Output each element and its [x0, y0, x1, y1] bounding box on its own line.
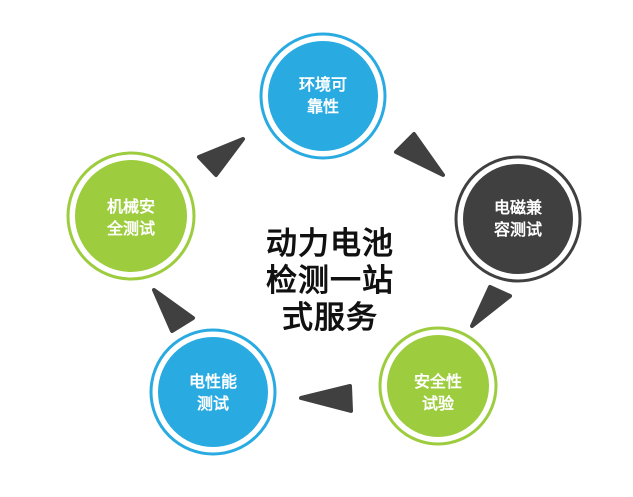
arrow-left-to-top	[197, 137, 245, 177]
node-label-environment: 环境可 靠性	[278, 74, 368, 118]
node-ring-environment	[259, 32, 387, 160]
arrow-right-to-bottom-right	[470, 285, 512, 328]
arrow-bottom-right-to-bottom-left	[299, 384, 353, 413]
center-title-line: 式服务	[282, 300, 378, 336]
node-ring-emc	[454, 155, 582, 283]
node-ring-electrical	[149, 328, 277, 456]
node-label-safety: 安全性 试验	[393, 371, 483, 415]
label-line: 环境可	[298, 75, 347, 94]
node-ring-mechanical	[66, 151, 196, 281]
node-label-mechanical: 机械安 全测试	[86, 196, 176, 240]
arrow-bottom-left-to-left	[152, 288, 195, 333]
label-line: 机械安	[106, 197, 155, 216]
label-line: 全测试	[106, 219, 155, 238]
center-title-line: 检测一站	[266, 263, 394, 299]
node-label-electrical: 电性能 测试	[168, 371, 258, 415]
label-line: 安全性	[413, 372, 462, 391]
center-title: 动力电池 检测一站 式服务	[255, 226, 405, 337]
label-line: 电磁兼	[493, 198, 542, 217]
label-line: 容测试	[493, 220, 542, 239]
label-line: 测试	[196, 394, 229, 413]
arrow-top-to-right	[394, 132, 445, 177]
label-line: 电性能	[188, 372, 237, 391]
center-title-line: 动力电池	[266, 226, 394, 262]
label-line: 靠性	[306, 97, 339, 116]
node-label-emc: 电磁兼 容测试	[473, 197, 563, 241]
label-line: 试验	[421, 394, 454, 413]
node-ring-safety	[378, 326, 498, 446]
